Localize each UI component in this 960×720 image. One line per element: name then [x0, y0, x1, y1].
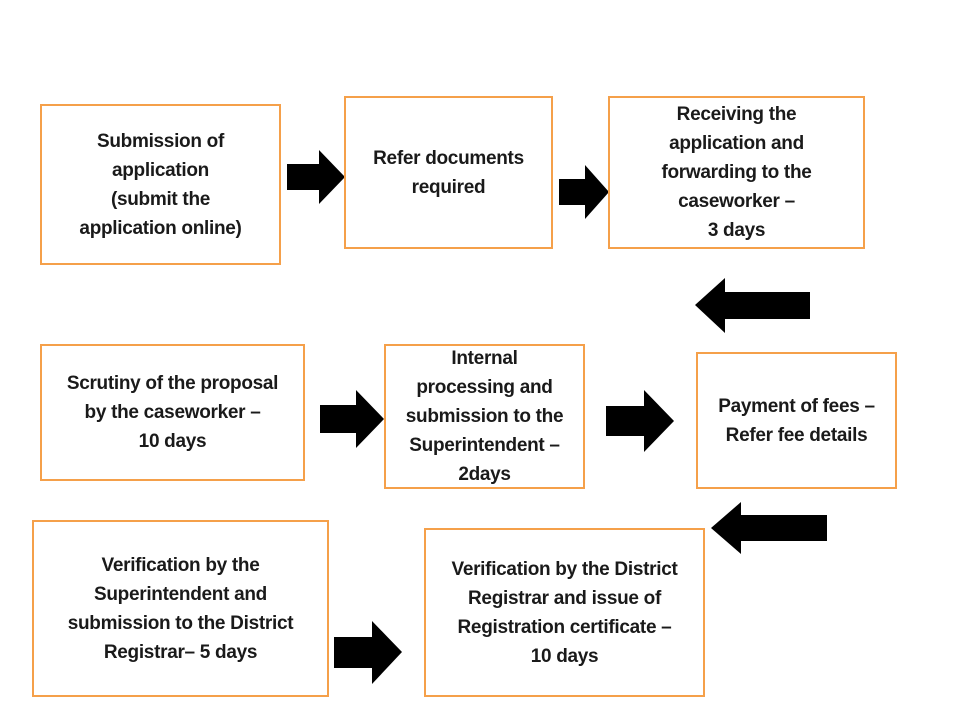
arrow-left-icon: [695, 278, 810, 333]
step-verification-superintendent-box: Verification by the Superintendent and s…: [32, 520, 329, 697]
step-refer-documents-text: Refer documents required: [373, 147, 524, 198]
arrow-right-icon: [606, 390, 674, 452]
step-receiving-box: Receiving the application and forwarding…: [608, 96, 865, 249]
arrow-right-icon: [559, 165, 609, 219]
step-receiving-text: Receiving the application and forwarding…: [661, 104, 812, 241]
arrow-right-icon: [320, 390, 384, 448]
step-scrutiny-box: Scrutiny of the proposal by the casework…: [40, 344, 305, 481]
step-payment-box: Payment of fees – Refer fee details: [696, 352, 897, 489]
step-verification-registrar-box: Verification by the District Registrar a…: [424, 528, 705, 697]
step-internal-processing-box: Internal processing and submission to th…: [384, 344, 585, 489]
step-verification-superintendent-text: Verification by the Superintendent and s…: [67, 554, 294, 663]
step-submission-box: Submission of application (submit the ap…: [40, 104, 281, 265]
step-submission-text: Submission of application (submit the ap…: [79, 130, 242, 239]
step-scrutiny-text: Scrutiny of the proposal by the casework…: [66, 373, 279, 452]
step-internal-processing-text: Internal processing and submission to th…: [405, 348, 564, 485]
arrow-right-icon: [334, 621, 402, 684]
step-refer-documents-box: Refer documents required: [344, 96, 553, 249]
step-verification-registrar-text: Verification by the District Registrar a…: [451, 558, 678, 667]
arrow-left-icon: [711, 502, 827, 554]
arrow-right-icon: [287, 150, 345, 204]
step-payment-text: Payment of fees – Refer fee details: [718, 395, 875, 446]
